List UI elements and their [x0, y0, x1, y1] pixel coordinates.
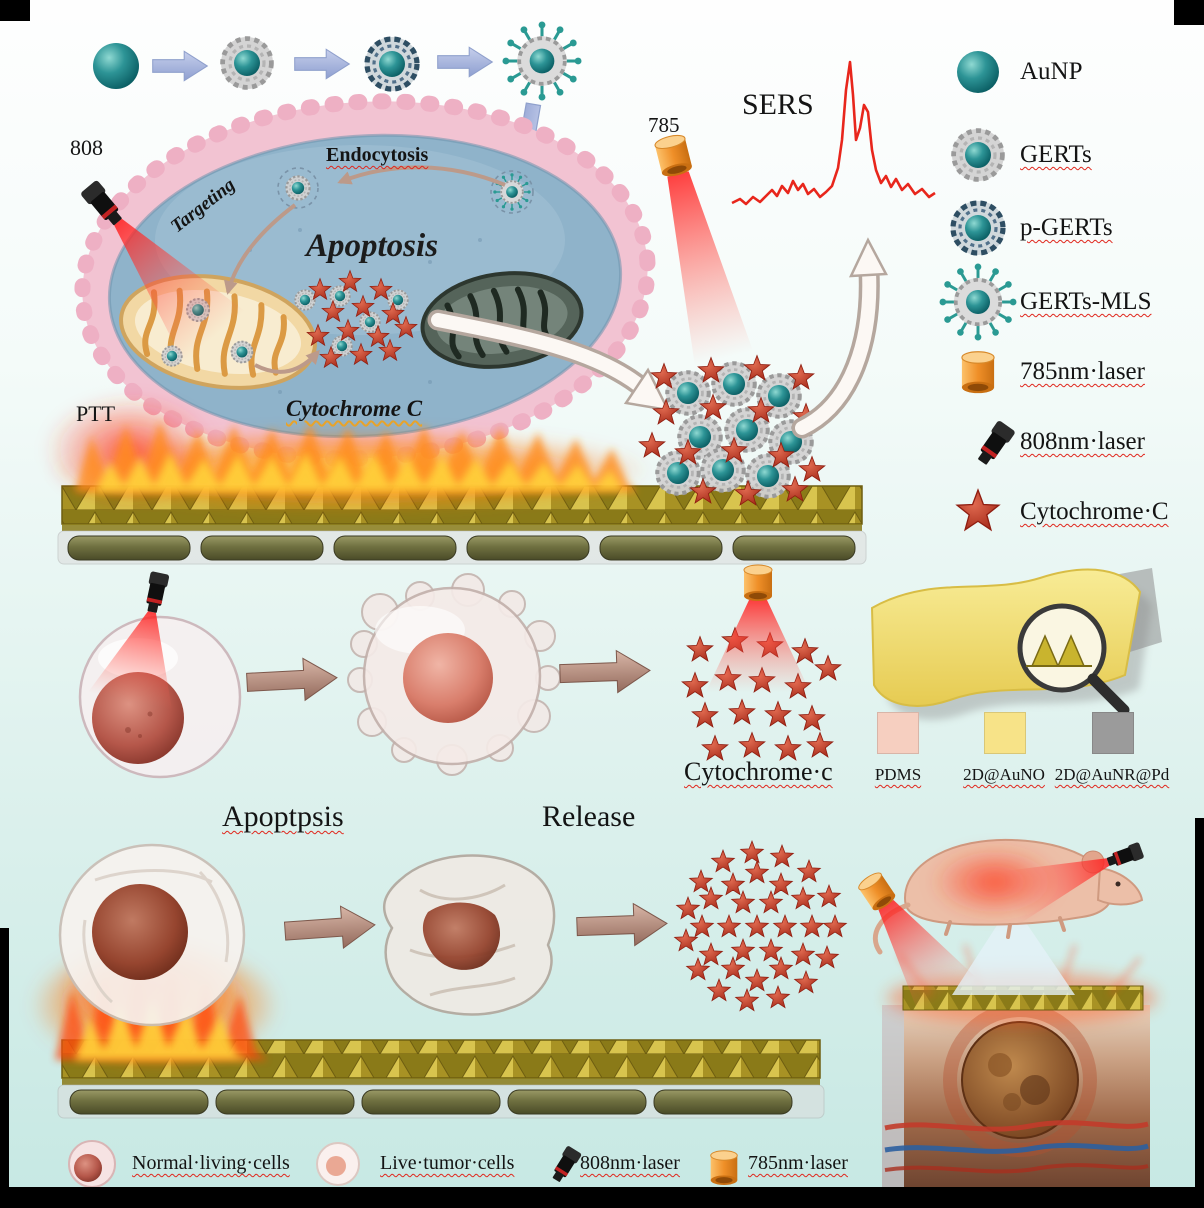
laser-808-top: [79, 179, 246, 363]
arrow-release-bottom: [575, 901, 669, 949]
laser-808-icon: [973, 419, 1016, 469]
endocytosis-arrow: [337, 165, 506, 187]
label-endocytosis: Endocytosis: [326, 144, 429, 166]
label-808: 808: [70, 135, 103, 160]
laser-beam-785-mid: [706, 600, 810, 692]
arrow-cluster-to-sers: [791, 237, 889, 439]
border-corner-top-right: [1174, 0, 1204, 25]
laser-808-icon: [142, 570, 170, 614]
laser-808-mouse: [999, 841, 1145, 925]
cytochrome-star-icon: [956, 489, 1000, 531]
gerts-mls-particle-icon: [500, 19, 584, 103]
border-strip-right: [1195, 818, 1204, 1208]
light-prism: [952, 902, 1075, 995]
legend-icons: [937, 51, 1019, 531]
swatch-pdms: [877, 712, 919, 754]
mouse-head: [1096, 866, 1144, 906]
legend-label-p-gerts: p-GERTs: [1020, 214, 1113, 241]
swatch-2d-auno: [984, 712, 1026, 754]
endocytosed-gert: [284, 174, 312, 202]
cell-blebbing: [347, 573, 561, 776]
arrow-cell-to-cluster: [427, 309, 671, 412]
blood-vessel-red: [884, 1163, 1149, 1174]
targeting-arrow: [223, 203, 297, 295]
synthesis-arrow-1-icon: [152, 50, 208, 82]
cell-nucleus: [92, 884, 188, 980]
synthesis-arrow-2-icon: [294, 48, 350, 80]
legend-label-aunp: AuNP: [1020, 58, 1083, 85]
bottom-legend-808: 808nm·laser: [580, 1152, 680, 1174]
laser-808-icon: [1105, 841, 1145, 870]
magnifier-icon: [1017, 603, 1130, 716]
p-gerts-particle-icon: [951, 201, 1005, 255]
label-cytochrome-c-cell: Cytochrome C: [286, 396, 423, 421]
sers-spectrum: [731, 60, 936, 206]
cell-apoptotic: [382, 854, 556, 1016]
laser-beam-785-top: [667, 171, 754, 366]
aunp-sphere-icon: [957, 51, 999, 93]
laser-785-skin: [855, 869, 976, 1016]
border-bottom-bar: [0, 1187, 1204, 1208]
legend-label-808nm-laser: 808nm·laser: [1020, 428, 1145, 455]
synthesis-row: [93, 19, 584, 170]
label-785: 785: [648, 113, 680, 137]
bottom-legend-tumor-cells: Live·tumor·cells: [380, 1152, 515, 1174]
border-corner-top-left: [0, 0, 30, 21]
gerts-particle-icon: [952, 129, 1004, 181]
substrate-rods: [67, 535, 856, 561]
release-arrow: [254, 349, 321, 374]
cell-ptt: [58, 843, 246, 1027]
bottom-legend-785: 785nm·laser: [748, 1152, 848, 1174]
gerts-particle-icon: [221, 37, 273, 89]
laser-785-top: [653, 132, 754, 366]
laser-785-icon: [710, 1150, 738, 1186]
arrow-apoptosis-bottom: [283, 903, 377, 953]
label-release: Release: [542, 800, 636, 833]
laser-beam-808-mid: [87, 611, 172, 711]
gerts-on-mitochondrion: [229, 339, 255, 365]
label-apoptosis-mid: Apoptpsis: [222, 800, 344, 833]
substrate-rods: [69, 1089, 793, 1115]
flexible-film: [870, 568, 1162, 720]
label-sers: SERS: [742, 88, 814, 121]
label-cytochrome-c-mid: Cytochrome·c: [684, 757, 833, 786]
cytochrome-star-cluster-round: [674, 840, 847, 1012]
p-gerts-particle-icon: [365, 37, 419, 91]
label-apoptosis: Apoptosis: [306, 228, 439, 264]
label-ptt: PTT: [76, 401, 116, 426]
label-pdms: PDMS: [874, 765, 922, 784]
legend-label-gerts-mls: GERTs-MLS: [1020, 288, 1152, 315]
laser-785-icon: [743, 564, 773, 602]
swatch-2d-aunr-pd: [1092, 712, 1134, 754]
blood-vessel-red: [884, 1120, 1149, 1132]
laser-beam-808-mouse: [999, 858, 1110, 925]
legend-label-cytochrome-c: Cytochrome·C: [1020, 498, 1169, 525]
cell-nucleus: [422, 902, 501, 970]
laser-808-icon: [548, 1145, 583, 1185]
arrow-release-mid: [558, 648, 652, 696]
laser-785-mid: [706, 564, 810, 692]
skin-cross-section: [882, 944, 1157, 1188]
aunp-sphere-icon: [93, 43, 139, 89]
bottom-legend-normal-cells: Normal·living·cells: [132, 1152, 290, 1174]
endocytosis-path: [223, 165, 534, 374]
border-strip-left: [0, 928, 9, 1208]
laser-beam-808-top: [114, 218, 246, 363]
laser-beam-785-skin: [878, 899, 976, 1016]
cell-nucleus: [403, 633, 493, 723]
laser-785-icon: [961, 351, 995, 394]
blood-vessel-blue: [884, 1142, 1149, 1154]
legend-label-gerts: GERTs: [1020, 141, 1092, 168]
synthesis-arrow-3-icon: [437, 46, 493, 78]
mouse-eye: [1115, 881, 1121, 887]
bottom-legend-icons: [68, 1140, 738, 1188]
label-2d-auno: 2D@AuNO: [963, 765, 1045, 784]
ptt-flames-top: [45, 395, 650, 510]
label-2d-aunr-pd: 2D@AuNR@Pd: [1054, 765, 1170, 784]
legend-label-785nm-laser: 785nm·laser: [1020, 358, 1145, 385]
arrow-apoptosis-mid: [245, 656, 339, 704]
gerts-mls-particle-icon: [937, 261, 1019, 343]
laser-808-mid: [87, 570, 172, 711]
